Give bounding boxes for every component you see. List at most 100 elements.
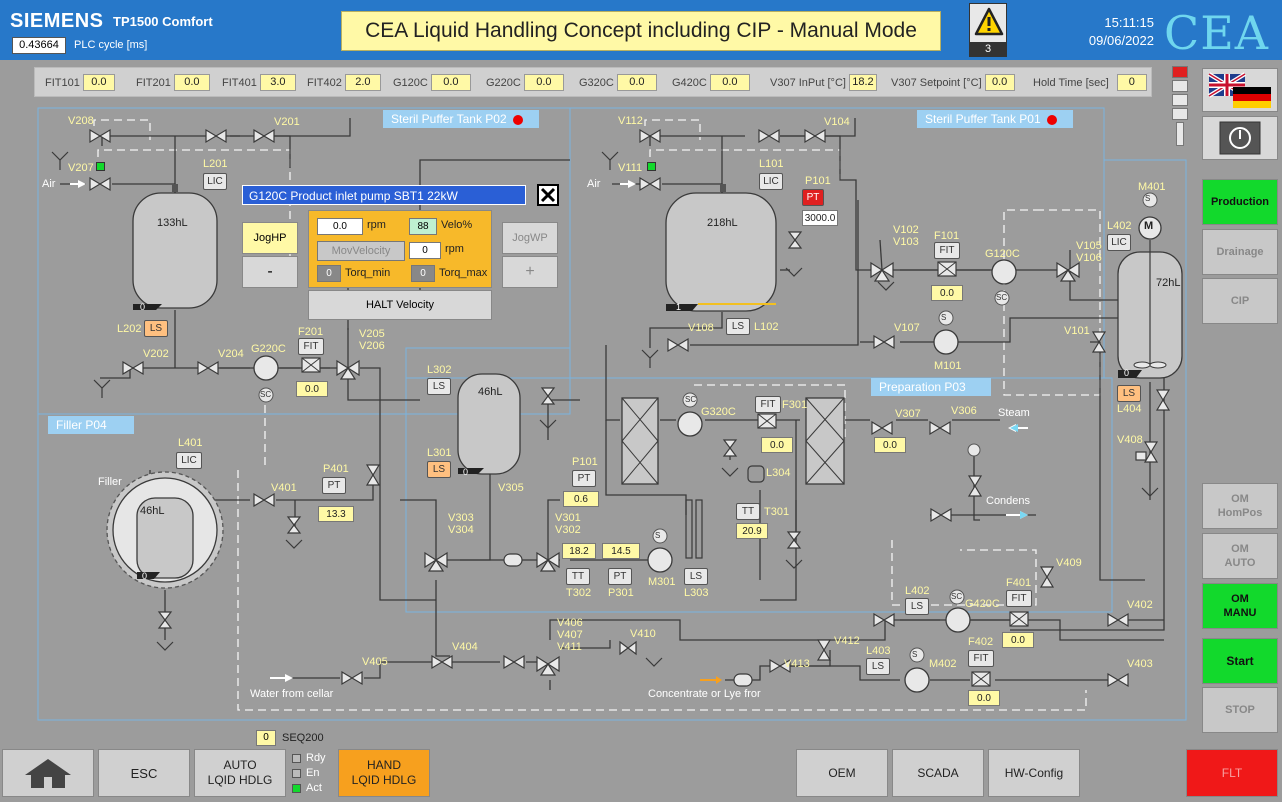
production-button[interactable]: Production [1202, 179, 1278, 225]
label-t302: T302 [566, 587, 592, 599]
drainage-button[interactable]: Drainage [1202, 229, 1278, 275]
seq200-value: 0 [256, 730, 276, 746]
mov-velocity-button[interactable]: MovVelocity [317, 241, 405, 261]
hand-lqid-hdlg-button[interactable]: HAND LQID HDLG [338, 749, 430, 797]
filler-tank-level: 0 [142, 571, 148, 581]
plus-button[interactable]: + [502, 256, 558, 288]
torq-max-label: Torq_max [439, 267, 488, 279]
oem-button[interactable]: OEM [796, 749, 888, 797]
pt-p401[interactable]: PT [322, 477, 346, 494]
tt-t301[interactable]: TT [736, 503, 760, 520]
label-v403: V403 [1127, 658, 1153, 670]
status-en: En [292, 767, 319, 779]
stop-button[interactable]: STOP [1202, 687, 1278, 733]
tank-p01-level: 1 [676, 302, 682, 312]
minus-button[interactable]: - [242, 256, 298, 288]
section-header-p04: Filler P04 [48, 416, 134, 434]
label-v413: V413 [784, 658, 810, 670]
esc-button[interactable]: ESC [98, 749, 190, 797]
level-switch-l402[interactable]: LS [905, 598, 929, 615]
sc-g320c: SC [685, 395, 697, 404]
language-flags-icon [1207, 72, 1271, 108]
start-button[interactable]: Start [1202, 638, 1278, 684]
om-manu-button[interactable]: OM MANU [1202, 583, 1278, 629]
alarm-count: 3 [970, 42, 1006, 57]
fit-f401[interactable]: FIT [1006, 590, 1032, 607]
fit-f402[interactable]: FIT [968, 650, 994, 667]
level-switch-l403[interactable]: LS [866, 658, 890, 675]
lic-l402[interactable]: LIC [1107, 234, 1131, 251]
hw-config-button[interactable]: HW-Config [988, 749, 1080, 797]
label-l304: L304 [766, 467, 791, 479]
label-v405: V405 [362, 656, 388, 668]
level-switch-l202[interactable]: LS [144, 320, 168, 337]
label-v404: V404 [452, 641, 478, 653]
fault-button[interactable]: FLT [1186, 749, 1278, 797]
lic-l201[interactable]: LIC [203, 173, 227, 190]
rpm-value: 0.0 [317, 218, 363, 235]
jog-hp-button[interactable]: JogHP [242, 222, 298, 254]
label-air-p01: Air [587, 178, 601, 190]
om-auto-button[interactable]: OM AUTO [1202, 533, 1278, 579]
label-v303: V303 [448, 512, 474, 524]
halt-velocity-button[interactable]: HALT Velocity [308, 290, 492, 320]
fit-f301[interactable]: FIT [755, 396, 781, 413]
label-l101: L101 [759, 158, 784, 170]
pv-v307-input: V307 InPut [°C]18.2 [770, 74, 877, 91]
cip-button[interactable]: CIP [1202, 278, 1278, 324]
om-hompos-button[interactable]: OM HomPos [1202, 483, 1278, 529]
level-switch-l301[interactable]: LS [427, 461, 451, 478]
fit-f101[interactable]: FIT [934, 242, 960, 259]
label-t301: T301 [764, 506, 790, 518]
label-l302: L302 [427, 364, 452, 376]
label-l402-lic: L402 [1107, 220, 1132, 232]
tank-l301-level: 0 [463, 467, 469, 477]
popup-close-button[interactable] [537, 184, 559, 206]
level-switch-l302[interactable]: LS [427, 378, 451, 395]
jog-wp-button[interactable]: JogWP [502, 222, 558, 254]
label-steam: Steam [998, 407, 1030, 419]
act-indicator [292, 783, 301, 793]
section-header-p03: Preparation P03 [871, 378, 991, 396]
label-l201: L201 [203, 158, 228, 170]
tt-t302[interactable]: TT [566, 568, 590, 585]
label-v409: V409 [1056, 557, 1082, 569]
label-m401: M401 [1138, 181, 1166, 193]
status-led-3 [1172, 108, 1188, 120]
level-switch-l102[interactable]: LS [726, 318, 750, 335]
power-button[interactable] [1202, 116, 1278, 160]
language-switch-button[interactable] [1202, 68, 1278, 112]
alarm-indicator[interactable]: 3 [969, 3, 1007, 57]
lic-l401[interactable]: LIC [176, 452, 202, 469]
lic-l101[interactable]: LIC [759, 173, 783, 190]
label-v407: V407 [557, 629, 583, 641]
label-water-from-cellar: Water from cellar [250, 688, 334, 700]
label-p101b: P101 [572, 456, 598, 468]
label-l202: L202 [117, 323, 142, 335]
label-air-p02: Air [42, 178, 56, 190]
label-v108: V108 [688, 322, 714, 334]
siemens-brand: SIEMENS [10, 10, 104, 32]
pt-p101b[interactable]: PT [572, 470, 596, 487]
velo-percent-input[interactable]: 88 [409, 218, 437, 235]
fit-f201[interactable]: FIT [298, 338, 324, 355]
auto-lqid-hdlg-button[interactable]: AUTO LQID HDLG [194, 749, 286, 797]
scada-button[interactable]: SCADA [892, 749, 984, 797]
level-switch-l303[interactable]: LS [684, 568, 708, 585]
label-v112: V112 [618, 115, 643, 127]
label-v206: V206 [359, 340, 385, 352]
torq-max-value[interactable]: 0 [411, 265, 435, 282]
sc-g220c: SC [260, 390, 272, 399]
set-rpm-input[interactable]: 0 [409, 242, 441, 259]
label-p401: P401 [323, 463, 349, 475]
home-button[interactable] [2, 749, 94, 797]
label-v208: V208 [68, 115, 94, 127]
pt-p101-alarm[interactable]: PT [802, 189, 824, 206]
level-switch-l404[interactable]: LS [1117, 385, 1141, 402]
label-l403: L403 [866, 645, 891, 657]
torq-min-value[interactable]: 0 [317, 265, 341, 282]
label-v202: V202 [143, 348, 169, 360]
pt-p301[interactable]: PT [608, 568, 632, 585]
